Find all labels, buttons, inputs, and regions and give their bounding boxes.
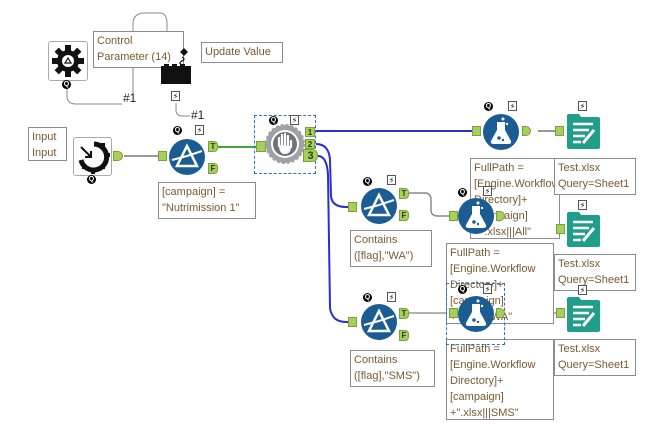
filter-wa-true-anchor[interactable]: T [399, 188, 409, 199]
hand-stop-icon [265, 124, 305, 164]
filter-prism-icon [361, 188, 397, 224]
lightning-badge-icon: ⚡ [387, 175, 396, 185]
control-connection [66, 86, 122, 105]
block-output-2-anchor[interactable]: 2 [305, 139, 315, 149]
lightning-badge-icon: ⚡ [195, 125, 204, 135]
formula-all-output-anchor[interactable] [522, 126, 531, 136]
filter-prism-icon [361, 304, 397, 340]
output1-annotation: Test.xlsx Query=Sheet1 [554, 158, 636, 195]
filter-input-anchor[interactable] [158, 151, 167, 161]
formula-wa-tool[interactable] [457, 197, 495, 235]
formula-sms-annotation: FullPath = [Engine.Workflow Directory]+ … [446, 339, 554, 420]
filter-wa-annotation: Contains ([flag],"WA") [350, 230, 432, 267]
filter-wa-tool[interactable] [360, 187, 398, 225]
filter-sms-false-anchor[interactable]: F [399, 330, 409, 341]
control-parameter-tool[interactable] [48, 41, 88, 81]
control-parameter-annotation: Control Parameter (14) [93, 31, 184, 68]
output2-input-anchor[interactable] [556, 224, 565, 234]
output-data-icon [567, 114, 600, 149]
question-badge-icon: Q [363, 293, 372, 302]
block-output-1-anchor[interactable]: 1 [305, 127, 315, 137]
control-loop-connection [132, 12, 168, 96]
lightning-badge-icon: ⚡ [290, 115, 299, 125]
block3-to-filter-sms-connection [317, 155, 348, 323]
output3-annotation: Test.xlsx Query=Sheet1 [554, 339, 636, 376]
macro-input-icon [78, 141, 110, 174]
filter-prism-icon [169, 139, 205, 175]
lightning-badge-icon: ⚡ [508, 101, 517, 111]
lightning-badge-icon: ⚡ [483, 284, 492, 294]
input-tool[interactable] [73, 137, 112, 176]
lightning-badge-icon: ⚡ [578, 101, 587, 111]
question-badge-icon: Q [62, 80, 71, 89]
question-badge-icon: Q [484, 102, 493, 111]
filter-campaign-tool[interactable] [168, 138, 206, 176]
control-anchor-label: #1 [123, 91, 137, 105]
block-until-done-selection [254, 115, 316, 174]
input-annotation: Input Input [28, 127, 67, 161]
lightning-badge-icon: ⚡ [387, 292, 396, 302]
lightning-badge-icon: ⚡ [483, 186, 492, 196]
question-badge-icon: Q [458, 188, 467, 197]
filter-campaign-annotation: [campaign] = "Nutrimission 1" [158, 182, 256, 219]
block-until-done-tool[interactable] [265, 124, 305, 164]
output3-tool[interactable] [565, 295, 601, 333]
input-output-anchor[interactable] [113, 151, 123, 161]
lightning-badge-icon: ⚡ [578, 285, 587, 295]
filter-sms-annotation: Contains ([flag],"SMS") [350, 350, 435, 387]
action-anchor-label: #1 [191, 108, 205, 122]
action-update-value-tool[interactable] [160, 45, 192, 85]
formula-flask-icon [458, 198, 494, 234]
block-output-3-anchor[interactable]: 3 [303, 149, 318, 162]
formula-wa-output-anchor[interactable] [496, 211, 505, 221]
output-data-icon [567, 212, 600, 247]
filter-sms-input-anchor[interactable] [348, 317, 357, 327]
block2-to-filter-wa-connection [315, 143, 348, 208]
output1-tool[interactable] [565, 112, 601, 150]
question-badge-icon: Q [458, 285, 467, 294]
question-badge-icon: Q [363, 177, 372, 186]
formula-flask-icon [483, 114, 519, 150]
formula-flask-icon [458, 296, 494, 332]
formula-all-tool[interactable] [482, 113, 520, 151]
filter-wa-input-anchor[interactable] [348, 202, 357, 212]
filter-false-anchor[interactable]: F [208, 163, 218, 174]
output3-input-anchor[interactable] [556, 308, 565, 318]
question-badge-icon: Q [173, 126, 182, 135]
formula-sms-output-anchor[interactable] [496, 308, 505, 318]
lightning-badge-icon: ⚡ [171, 91, 180, 101]
action-connection [175, 103, 190, 117]
formula-all-input-anchor[interactable] [472, 126, 481, 136]
clapperboard-icon [161, 48, 191, 84]
filter-sms-true-anchor[interactable]: T [399, 308, 409, 319]
formula-wa-input-anchor[interactable] [449, 211, 458, 221]
formula-sms-input-anchor[interactable] [449, 308, 458, 318]
gear-icon [52, 45, 84, 77]
filter-sms-tool[interactable] [360, 303, 398, 341]
lightning-badge-icon: ⚡ [578, 200, 587, 210]
filter-wa-to-formula-connection [403, 192, 453, 217]
filter-true-anchor[interactable]: T [208, 141, 218, 152]
question-badge-icon: Q [269, 116, 278, 125]
output2-annotation: Test.xlsx Query=Sheet1 [554, 254, 636, 291]
update-value-annotation: Update Value [201, 42, 283, 63]
formula-sms-tool[interactable] [457, 295, 495, 333]
output1-input-anchor[interactable] [555, 126, 564, 136]
filter-wa-false-anchor[interactable]: F [399, 210, 409, 221]
question-badge-icon: Q [87, 175, 96, 184]
output-data-icon [567, 297, 600, 332]
output2-tool[interactable] [565, 210, 601, 248]
